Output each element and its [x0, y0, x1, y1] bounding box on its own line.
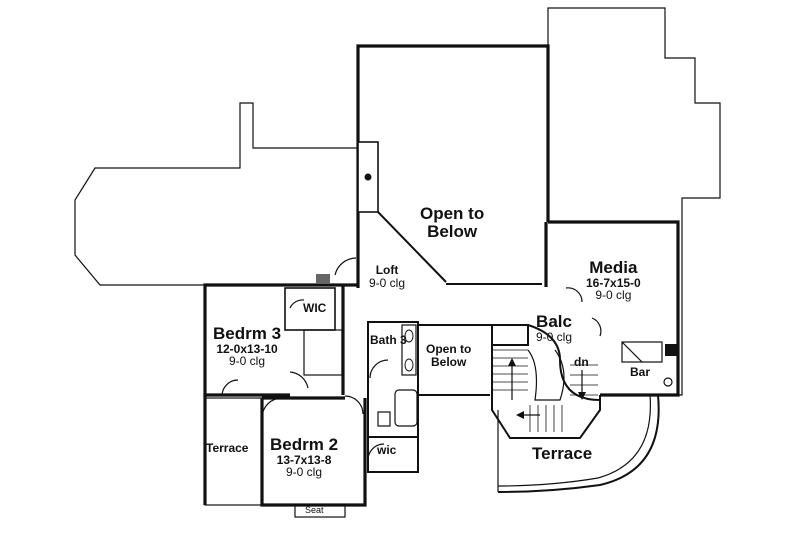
bath3-tub	[394, 389, 418, 427]
media-walls	[548, 220, 680, 397]
media-door-arc	[565, 287, 583, 303]
bar-counter	[621, 341, 663, 363]
terrace-right-label: Terrace	[532, 444, 593, 463]
open-below-diagonal-left	[377, 211, 447, 283]
stair-inner-curve	[527, 349, 565, 401]
bedrm3-door-arc	[289, 371, 309, 389]
stair-dn-arrowhead	[578, 392, 586, 400]
media-ceiling: 9-0 clg	[595, 288, 632, 303]
terrace-right-inner	[497, 394, 651, 487]
media-name: Media	[589, 258, 638, 277]
open-below-main-line1: Open to	[420, 204, 485, 223]
bath3-label: Bath 3	[370, 333, 407, 347]
bar-post	[665, 344, 677, 356]
bedrm2-ceiling: 9-0 clg	[286, 465, 323, 480]
bath3-sink-2	[404, 358, 414, 372]
terrace-left-label: Terrace	[206, 441, 249, 455]
bath3-toilet	[377, 411, 391, 427]
bedrm2-label: Bedrm 2 13-7x13-8 9-0 clg	[270, 436, 338, 479]
open-below-main-walls	[356, 44, 550, 288]
media-door-arc-2	[591, 317, 602, 337]
stair-outline	[491, 324, 601, 439]
open-below-small-line2: Below	[430, 354, 467, 369]
bedrm3-size: 12-0x13-10	[216, 341, 278, 356]
bedrm2-name: Bedrm 2	[270, 435, 339, 454]
loft-door-arc	[334, 257, 357, 276]
bedrm2-door-arc	[261, 397, 283, 419]
bath3-vanity	[401, 324, 417, 376]
wic-door-arc	[289, 299, 305, 309]
terrace-right-outer	[497, 394, 660, 493]
vent	[316, 274, 330, 284]
roof-outline-left	[74, 102, 358, 286]
open-below-main-label: Open to Below	[420, 205, 484, 241]
loft-label: Loft 9-0 clg	[369, 264, 405, 289]
balc-label: Balc 9-0 clg	[536, 313, 572, 343]
bedrm3-name: Bedrm 3	[213, 324, 282, 343]
bedrm3-ceiling: 9-0 clg	[229, 354, 266, 369]
bath3-sink-1	[404, 329, 414, 343]
bedrm2-size: 13-7x13-8	[276, 452, 332, 467]
stair-dn-label: dn	[574, 355, 589, 369]
seat-box	[294, 504, 346, 518]
bath3-door-arc	[369, 359, 389, 379]
open-below-main-line2: Below	[427, 221, 478, 241]
wic-lower-door-arc	[367, 443, 385, 461]
media-label: Media 16-7x15-0 9-0 clg	[586, 259, 641, 302]
wic-upper-label: WIC	[303, 301, 327, 315]
bedrm3-label: Bedrm 3 12-0x13-10 9-0 clg	[213, 325, 281, 368]
stair-turn-arrowhead	[516, 411, 524, 419]
loft-name: Loft	[375, 263, 399, 277]
bedrm3-walls	[203, 283, 330, 397]
loft-ceiling: 9-0 clg	[369, 275, 406, 290]
roof-outline-right	[547, 7, 721, 396]
bar-diag	[621, 341, 643, 363]
open-below-small-label: Open to Below	[426, 343, 471, 368]
chimney-post	[364, 173, 372, 181]
balc-name: Balc	[536, 312, 572, 331]
balc-ceiling: 9-0 clg	[536, 329, 573, 344]
media-size: 16-7x15-0	[586, 275, 641, 290]
bar-label: Bar	[630, 365, 651, 379]
stair-up-arrowhead	[508, 358, 516, 366]
bar-sink	[663, 377, 673, 387]
seat-label: Seat	[305, 505, 324, 515]
wic-lower-box	[367, 436, 419, 473]
wic-lower-label: wic	[377, 443, 397, 457]
hall-door-arc	[344, 395, 364, 415]
bedrm3-closet	[303, 329, 343, 376]
open-below-small-line1: Open to	[426, 342, 472, 356]
terrace-left-door-arc	[221, 379, 239, 397]
